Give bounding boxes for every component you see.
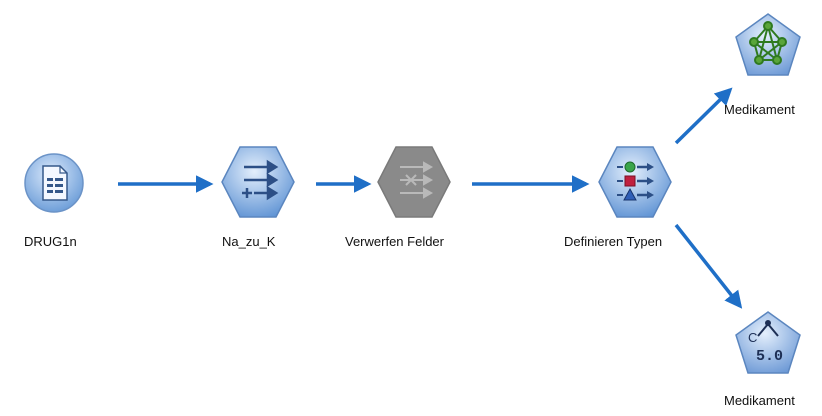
filter-arrows-icon xyxy=(400,161,434,199)
node-filter[interactable] xyxy=(376,145,452,219)
node-neural-model[interactable] xyxy=(734,12,802,78)
node-filter-label: Verwerfen Felder xyxy=(345,234,444,249)
c50-version-text: 5.0 xyxy=(756,348,783,365)
node-neural-model-label: Medikament xyxy=(724,102,795,117)
neural-network-icon xyxy=(749,21,787,65)
c50-letter: C xyxy=(748,330,757,345)
connection-type-c50[interactable] xyxy=(674,223,743,309)
document-icon xyxy=(42,165,68,201)
node-source-label: DRUG1n xyxy=(24,234,77,249)
node-type-label: Definieren Typen xyxy=(564,234,663,249)
node-derive[interactable] xyxy=(220,145,296,219)
node-derive-label: Na_zu_K xyxy=(222,234,276,249)
node-c50-model-label: Medikament xyxy=(724,393,795,408)
c50-tree-icon: C 5.0 xyxy=(748,320,783,365)
type-shapes-icon xyxy=(617,161,654,201)
node-c50-model[interactable]: C 5.0 xyxy=(734,310,802,376)
node-type[interactable] xyxy=(597,145,673,219)
node-source[interactable] xyxy=(23,152,85,214)
connection-type-neural[interactable] xyxy=(674,87,733,145)
derive-arrows-icon xyxy=(242,159,279,201)
